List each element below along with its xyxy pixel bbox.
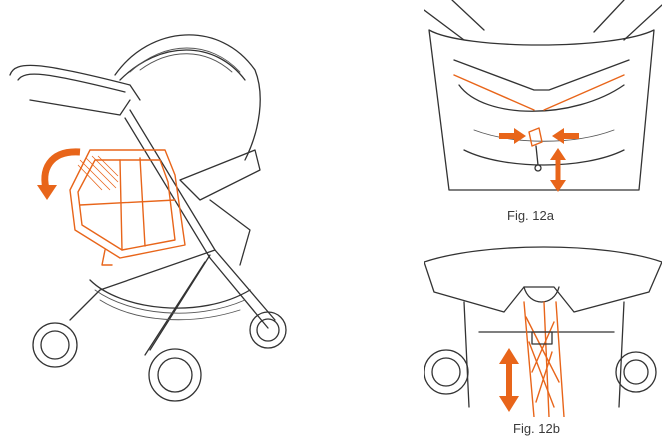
adjust-arrow <box>499 348 519 412</box>
buckle <box>528 127 543 172</box>
front-right-wheel <box>148 348 202 402</box>
crotch-strap <box>523 301 565 417</box>
seat <box>179 149 261 201</box>
rear-wheel <box>249 311 287 349</box>
basket <box>89 279 251 309</box>
squeeze-arrows <box>499 128 579 144</box>
handlebar <box>9 64 141 101</box>
figure-12b <box>424 232 662 417</box>
figure-12a <box>424 0 662 205</box>
adjust-arrow <box>550 148 566 192</box>
adapter-highlight <box>69 149 186 266</box>
seat-back <box>428 29 655 191</box>
right-wheel <box>615 351 657 393</box>
figure-12b-caption: Fig. 12b <box>513 421 560 436</box>
left-wheel <box>424 349 469 395</box>
front-left-wheel <box>32 322 78 368</box>
canopy <box>114 34 261 161</box>
stroller-illustration <box>9 34 287 402</box>
figure-12a-caption: Fig. 12a <box>507 208 554 223</box>
